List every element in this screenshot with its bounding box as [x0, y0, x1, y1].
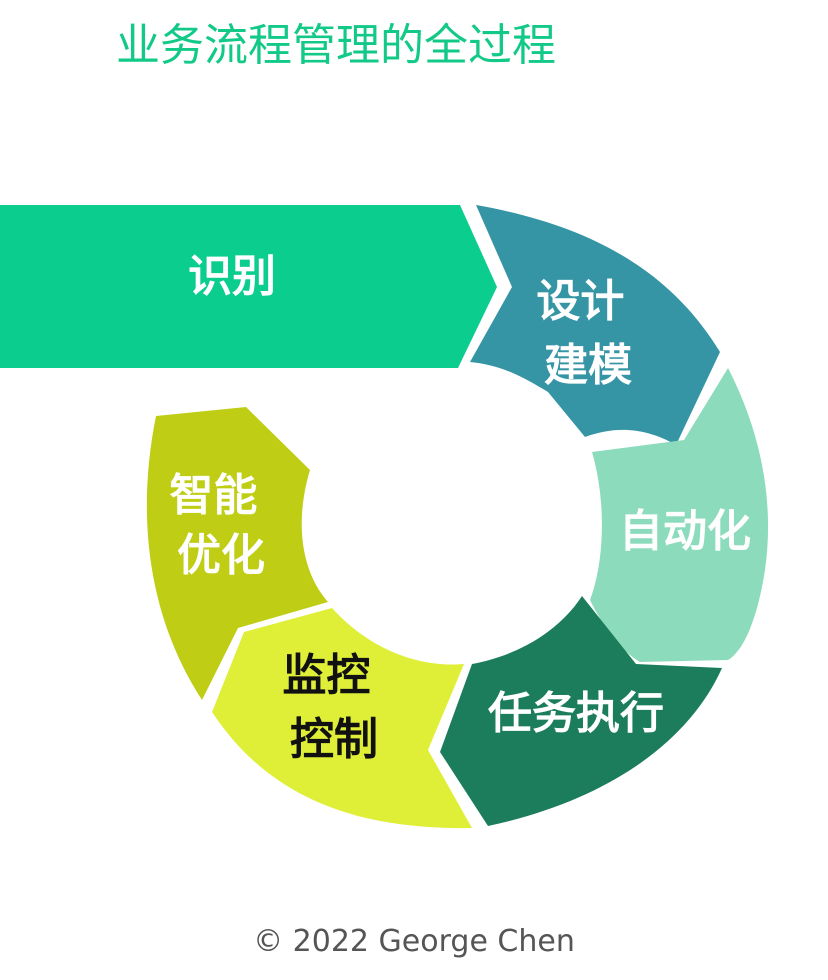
stage-smart-optimization: 智能 优化: [146, 407, 328, 700]
page-title: 业务流程管理的全过程: [116, 20, 556, 71]
stage-automation-label: 自动化: [619, 506, 751, 557]
stage-task-execution-label: 任务执行: [488, 688, 664, 739]
stage-smart-optimization-label-line-2: 优化: [177, 530, 265, 581]
stage-monitoring-control-label-line-1: 监控: [282, 650, 370, 701]
stage-smart-optimization-shape: [146, 407, 328, 700]
copyright-footer: © 2022 George Chen: [253, 924, 575, 959]
stage-identify-shape: [0, 205, 497, 368]
stage-design-modeling-label-line-1: 设计: [536, 276, 624, 327]
stage-identify-label-line-1: 识别: [188, 251, 276, 302]
stage-automation-shape: [590, 368, 769, 662]
stage-monitoring-control-label-line-2: 控制: [290, 714, 378, 765]
stage-task-execution-shape: [440, 596, 722, 826]
stage-monitoring-control: 监控 控制: [212, 608, 472, 829]
stage-design-modeling-label: 设计 建模: [536, 276, 639, 391]
stage-identify: 识别: [0, 205, 497, 368]
stage-task-execution-label-line-1: 任务执行: [488, 688, 664, 739]
stage-monitoring-control-shape: [212, 608, 472, 829]
stage-automation: 自动化: [590, 368, 769, 662]
stage-identify-label: 识别: [188, 251, 276, 302]
stage-smart-optimization-label-line-1: 智能: [169, 470, 257, 521]
stage-automation-label-line-1: 自动化: [619, 506, 751, 557]
stage-smart-optimization-label: 智能 优化: [169, 470, 272, 581]
stage-task-execution: 任务执行: [440, 596, 722, 826]
stage-design-modeling-label-line-2: 建模: [544, 340, 632, 391]
stage-design-modeling: 设计 建模: [470, 205, 720, 445]
stage-design-modeling-shape: [470, 205, 720, 445]
stage-monitoring-control-label: 监控 控制: [282, 650, 385, 765]
